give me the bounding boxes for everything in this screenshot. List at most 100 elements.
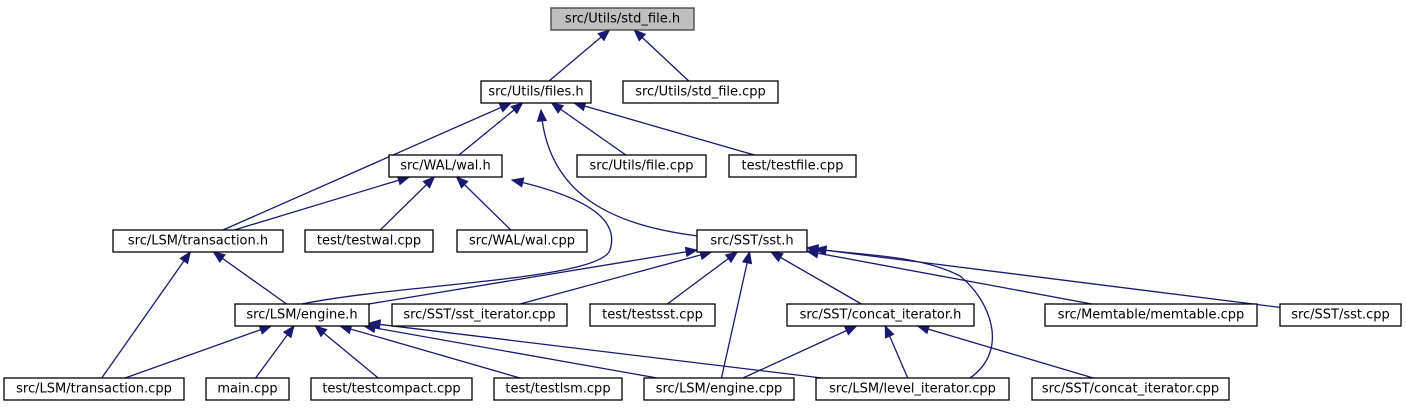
edge-sst_h-to-files_h: [536, 108, 699, 237]
edge-line: [301, 179, 613, 305]
edge-line: [573, 102, 755, 156]
node-box: [304, 229, 434, 253]
arrow-head-icon: [367, 319, 382, 330]
node-testfile_cpp[interactable]: test/testfile.cpp: [728, 154, 857, 178]
edge-line: [458, 102, 523, 156]
edge-line: [540, 109, 699, 237]
edge-line: [742, 325, 857, 379]
node-box: [456, 229, 588, 253]
node-files_h[interactable]: src/Utils/files.h: [480, 80, 592, 104]
node-concat_iterator_h[interactable]: src/SST/concat_iterator.h: [786, 303, 975, 327]
node-box: [310, 377, 473, 401]
node-memtable_cpp[interactable]: src/Memtable/memtable.cpp: [1044, 303, 1258, 327]
arrow-head-icon: [843, 325, 858, 336]
node-box: [388, 154, 503, 178]
edge-line: [101, 251, 191, 379]
edge-file_cpp-to-files_h: [550, 102, 627, 156]
node-label: src/WAL/wal.h: [400, 159, 491, 174]
edge-engine_cpp-to-engine_h: [362, 322, 658, 379]
edge-line: [213, 251, 287, 305]
node-testwal_cpp[interactable]: test/testwal.cpp: [304, 229, 434, 253]
edge-sst_cpp-to-sst_h: [805, 244, 1281, 309]
edge-line: [814, 248, 994, 379]
node-box: [234, 303, 370, 327]
edge-transaction_h-to-wal_h: [234, 175, 411, 231]
node-engine_cpp[interactable]: src/LSM/engine.cpp: [643, 377, 795, 401]
edge-main_cpp-to-engine_h: [255, 324, 295, 379]
edge-line: [551, 102, 627, 156]
edge-line: [666, 251, 738, 305]
edge-line: [339, 325, 521, 379]
edge-testlsm_cpp-to-engine_h: [338, 324, 521, 379]
edge-engine_h-to-sst_h: [368, 246, 699, 305]
node-std_file_cpp[interactable]: src/Utils/std_file.cpp: [622, 80, 779, 104]
arrow-head-icon: [884, 324, 895, 339]
node-transaction_h[interactable]: src/LSM/transaction.h: [112, 229, 284, 253]
node-sst_iterator_cpp[interactable]: src/SST/sst_iterator.cpp: [391, 303, 568, 327]
node-label: test/testwal.cpp: [317, 234, 421, 249]
node-concat_iterator_cpp[interactable]: src/SST/concat_iterator.cpp: [1031, 377, 1230, 401]
node-label: test/testfile.cpp: [742, 159, 844, 174]
node-label: test/testlsm.cpp: [505, 382, 610, 397]
arrow-head-icon: [498, 102, 513, 113]
arrow-head-icon: [741, 250, 753, 265]
node-box: [550, 7, 695, 31]
edge-line: [222, 102, 512, 231]
node-wal_cpp[interactable]: src/WAL/wal.cpp: [456, 229, 588, 253]
edge-testsst_cpp-to-sst_h: [666, 251, 739, 305]
edge-line: [519, 251, 712, 305]
arrow-head-icon: [684, 246, 699, 258]
node-box: [696, 229, 808, 253]
node-level_iterator_cpp[interactable]: src/LSM/level_iterator.cpp: [815, 377, 1010, 401]
edge-line: [363, 325, 658, 379]
node-file_cpp[interactable]: src/Utils/file.cpp: [576, 154, 707, 178]
node-box: [576, 154, 707, 178]
node-label: src/SST/concat_iterator.cpp: [1042, 382, 1219, 397]
node-box: [112, 229, 284, 253]
arrow-head-icon: [550, 102, 565, 114]
edge-wal_h-to-files_h: [458, 102, 524, 156]
node-label: src/Utils/file.cpp: [590, 159, 694, 174]
node-box: [622, 80, 779, 104]
edge-memtable_cpp-to-sst_h: [805, 248, 1092, 305]
node-label: src/Memtable/memtable.cpp: [1058, 308, 1245, 323]
node-testlsm_cpp[interactable]: test/testlsm.cpp: [493, 377, 623, 401]
edge-line: [314, 325, 379, 379]
arrow-head-icon: [212, 251, 226, 263]
node-main_cpp[interactable]: main.cpp: [205, 377, 290, 401]
arrow-head-icon: [724, 251, 739, 264]
node-wal_h[interactable]: src/WAL/wal.h: [388, 154, 503, 178]
arrow-head-icon: [258, 324, 273, 335]
edge-testfile_cpp-to-files_h: [572, 101, 755, 156]
node-label: src/Utils/std_file.h: [565, 12, 680, 27]
edge-line: [124, 325, 272, 379]
node-box: [493, 377, 623, 401]
arrow-head-icon: [597, 29, 611, 42]
node-transaction_cpp[interactable]: src/LSM/transaction.cpp: [3, 377, 185, 401]
node-label: main.cpp: [217, 382, 277, 397]
arrow-head-icon: [633, 29, 647, 42]
node-box: [1279, 303, 1402, 327]
node-label: test/testcompact.cpp: [322, 382, 460, 397]
edge-sst_iterator_cpp-to-sst_h: [519, 249, 713, 305]
node-std_file_h[interactable]: src/Utils/std_file.h: [550, 7, 695, 31]
edge-line: [379, 176, 435, 231]
node-sst_cpp[interactable]: src/SST/sst.cpp: [1279, 303, 1402, 327]
node-sst_h[interactable]: src/SST/sst.h: [696, 229, 808, 253]
node-testcompact_cpp[interactable]: test/testcompact.cpp: [310, 377, 473, 401]
edge-engine_h-to-transaction_h: [212, 251, 287, 305]
edges-layer: [101, 29, 1281, 379]
edge-level_iterator_cpp-to-sst_h: [813, 245, 994, 379]
arrow-head-icon: [179, 250, 192, 265]
edge-line: [633, 29, 690, 82]
node-testsst_cpp[interactable]: test/testsst.cpp: [589, 303, 716, 327]
node-box: [815, 377, 1010, 401]
edge-transaction_cpp-to-transaction_h: [101, 250, 192, 379]
edge-engine_cpp-to-sst_h: [720, 250, 753, 379]
edge-testwal_cpp-to-wal_h: [379, 176, 436, 231]
edge-std_file_cpp-to-std_file_h: [633, 29, 690, 82]
node-label: src/SST/sst.cpp: [1291, 308, 1390, 323]
node-engine_h[interactable]: src/LSM/engine.h: [234, 303, 370, 327]
arrow-head-icon: [813, 245, 828, 256]
